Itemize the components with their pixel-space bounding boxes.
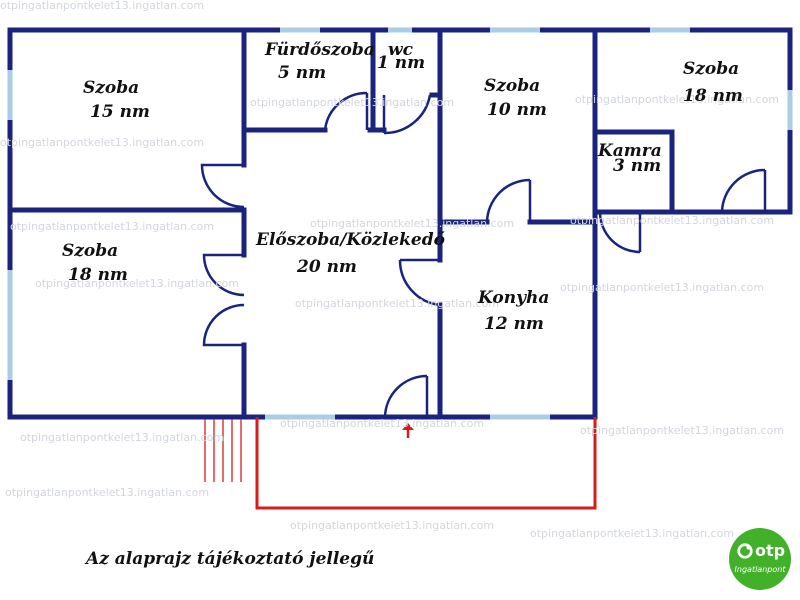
entrance-arrow-icon — [402, 423, 414, 438]
room-label-szoba-18-right: Szoba — [683, 59, 740, 79]
room-area-eloszoba: 20 nm — [297, 257, 357, 277]
entrance-steps — [204, 419, 242, 482]
watermark: otpingatlanpontkelet13.ingatlan.com — [530, 527, 735, 540]
room-area-konyha: 12 nm — [484, 314, 544, 334]
watermark: otpingatlanpontkelet13.ingatlan.com — [35, 277, 240, 290]
room-area-furdoszoba: 5 nm — [278, 63, 327, 83]
watermark: otpingatlanpontkelet13.ingatlan.com — [10, 220, 215, 233]
watermark: otpingatlanpontkelet13.ingatlan.com — [5, 486, 210, 499]
room-label-szoba-10: Szoba — [484, 76, 541, 96]
watermark: otpingatlanpontkelet13.ingatlan.com — [250, 96, 455, 109]
otp-logo-brand: otp — [755, 541, 786, 560]
room-area-szoba-10: 10 nm — [487, 100, 547, 120]
watermark: otpingatlanpontkelet13.ingatlan.com — [575, 93, 780, 106]
doors — [200, 91, 767, 418]
watermark: otpingatlanpontkelet13.ingatlan.com — [290, 519, 495, 532]
room-area-kamra: 3 nm — [613, 156, 662, 176]
otp-logo: otp Ingatlanpont — [729, 528, 791, 590]
watermark: otpingatlanpontkelet13.ingatlan.com — [20, 431, 225, 444]
terrace-outline — [255, 417, 597, 510]
watermark: otpingatlanpontkelet13.ingatlan.com — [295, 297, 500, 310]
room-label-furdoszoba: Fürdőszoba — [265, 40, 375, 60]
disclaimer-text: Az alaprajz tájékoztató jellegű — [86, 549, 375, 569]
room-area-szoba-15: 15 nm — [90, 102, 150, 122]
watermark: otpingatlanpontkelet13.ingatlan.com — [580, 424, 785, 437]
room-label-eloszoba: Előszoba/Közlekedő — [256, 230, 445, 250]
room-label-konyha: Konyha — [478, 288, 550, 308]
room-label-szoba-18-left: Szoba — [62, 241, 119, 261]
otp-logo-subtitle: Ingatlanpont — [734, 565, 786, 574]
watermark: otpingatlanpontkelet13.ingatlan.com — [560, 281, 765, 294]
otp-logo-icon — [737, 543, 753, 559]
watermark: otpingatlanpontkelet13.ingatlan.com — [0, 136, 205, 149]
watermark: otpingatlanpontkelet13.ingatlan.com — [0, 0, 205, 12]
watermark: otpingatlanpontkelet13.ingatlan.com — [570, 214, 775, 227]
room-label-kamra: Kamra — [598, 141, 662, 161]
watermark: otpingatlanpontkelet13.ingatlan.com — [280, 417, 485, 430]
room-area-szoba-18-left: 18 nm — [68, 265, 128, 285]
room-label-wc: wc — [388, 40, 413, 60]
room-area-wc: 1 nm — [377, 53, 426, 73]
watermark: otpingatlanpontkelet13.ingatlan.com — [310, 217, 515, 230]
room-area-szoba-18-right: 18 nm — [683, 86, 743, 106]
windows — [7, 27, 793, 420]
room-label-szoba-15: Szoba — [83, 78, 140, 98]
